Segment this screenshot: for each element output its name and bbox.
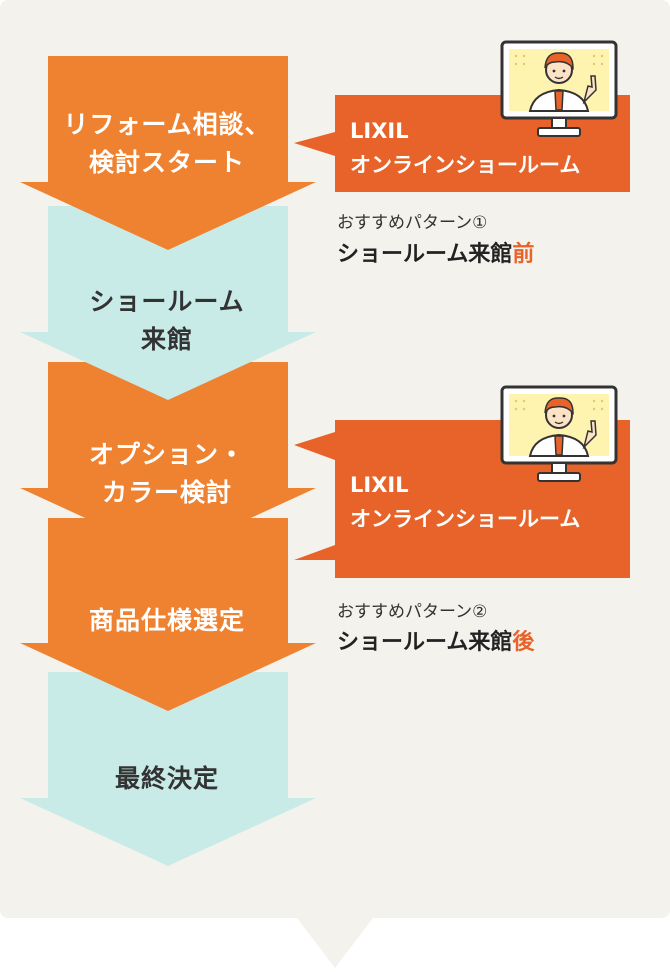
pattern-title-text-2: ショールーム来館 [337,630,513,655]
step-label-3: オプション・ カラー検討 [88,440,245,507]
callout-label-1: LIXIL オンラインショールーム [350,119,581,177]
pattern-caption-1: おすすめパターン① [337,213,488,233]
step-label-5: 最終決定 [114,764,219,793]
step-arrow-1 [20,56,316,250]
step-arrow-2 [20,206,316,400]
pattern-caption-2: おすすめパターン② [337,602,488,622]
step-arrow-5 [20,672,316,866]
presenter-monitor-icon [500,385,618,482]
pattern-title-accent-1: 前 [512,242,535,267]
step-label-2: ショールーム 来館 [89,287,245,354]
pattern-title-2: ショールーム来館後 [337,624,534,656]
step-label-4: 商品仕様選定 [88,606,245,635]
step-arrow-4 [20,518,316,711]
pattern-title-text-1: ショールーム来館 [337,242,513,267]
callout-label-2: LIXIL オンラインショールーム [350,473,581,531]
presenter-monitor-icon [500,40,618,137]
step-arrow-3 [20,362,316,556]
step-label-1: リフォーム相談、 検討スタート [63,110,271,177]
pattern-title-1: ショールーム来館前 [337,236,534,268]
pattern-title-accent-2: 後 [512,630,535,655]
